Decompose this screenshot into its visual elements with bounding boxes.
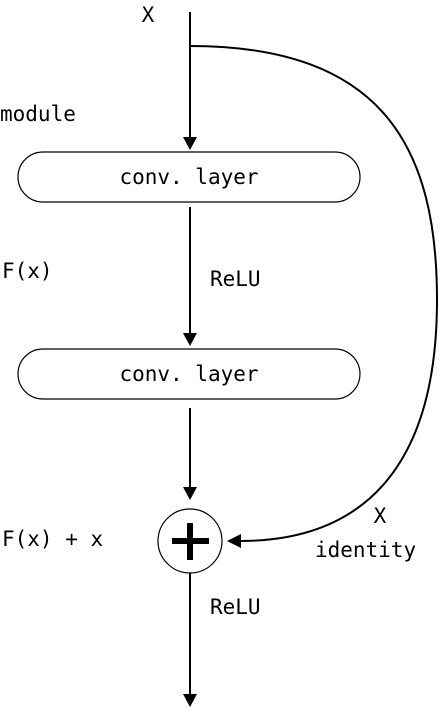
- conv-layer-2-box: [17, 348, 361, 400]
- relu-label-1: ReLU: [210, 267, 261, 291]
- conv-layer-1-label: conv. layer: [119, 165, 258, 189]
- skip-connection-curve: [189, 45, 439, 542]
- identity-label: identity: [315, 538, 416, 562]
- output-arrow-head: [183, 694, 197, 707]
- relu-label-2: ReLU: [210, 595, 261, 619]
- input-label: X: [142, 3, 155, 27]
- input-arrow-head: [183, 137, 197, 150]
- skip-x-label: X: [374, 504, 387, 528]
- conv-layer-1-box: [17, 151, 361, 203]
- fx-label: F(x): [2, 259, 53, 283]
- skip-arrow-head: [227, 534, 241, 548]
- module-label: module: [0, 102, 76, 126]
- conv-layer-2-label: conv. layer: [119, 362, 258, 386]
- sum-node: [157, 508, 223, 574]
- mid-arrow-head: [183, 333, 197, 346]
- plus-icon-vertical: [187, 523, 193, 560]
- sum-label: F(x) + x: [2, 527, 103, 551]
- sum-arrow-head: [183, 487, 197, 500]
